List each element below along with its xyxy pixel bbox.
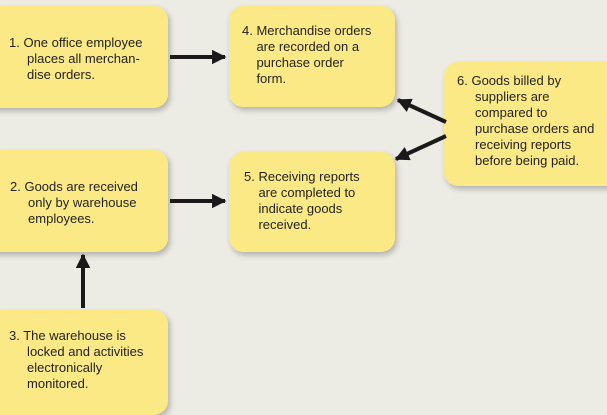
step-5-box: 5. Receiving reports are completed to in…	[229, 152, 395, 252]
step-4-box: 4. Merchandise orders are recorded on a …	[229, 6, 395, 107]
step-6-box: 6. Goods billed by suppliers are compare…	[444, 62, 607, 186]
step-3-box: 3. The warehouse is locked and activitie…	[0, 310, 168, 415]
step-1-box: 1. One office employee places all mercha…	[0, 6, 168, 108]
internal-control-flow-diagram: 1. One office employee places all mercha…	[0, 6, 607, 415]
arrow-step6-to-step4	[396, 98, 447, 124]
step-2-box: 2. Goods are received only by warehouse …	[0, 150, 168, 252]
arrow-step6-to-step5	[394, 134, 447, 161]
